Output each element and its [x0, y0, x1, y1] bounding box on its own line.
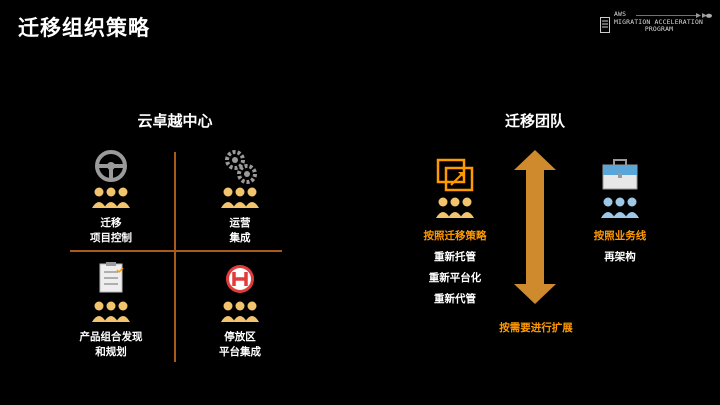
strategy-item-repurchase: 重新代管 — [434, 293, 476, 305]
logo-text-migration: MIGRATION ACCELERATION — [614, 17, 704, 26]
gears-icon — [221, 150, 259, 208]
coe-heading: 云卓越中心 — [137, 112, 213, 130]
quadrant-horizontal-divider — [70, 250, 282, 252]
checklist-icon — [92, 262, 130, 322]
business-group-title: 按照业务线 — [593, 230, 647, 242]
logo-text-program: PROGRAM — [644, 25, 674, 34]
steering-wheel-icon — [92, 150, 130, 208]
quadrant-label-line2: 集成 — [229, 232, 251, 244]
quadrant-label-line1: 停放区 — [224, 331, 256, 343]
quadrant-label-line2: 平台集成 — [219, 346, 261, 358]
quadrant-label-line1: 迁移 — [100, 217, 122, 229]
quadrant-portfolio-discovery: 产品组合发现 和规划 — [70, 262, 152, 360]
quadrant-migration-control: 迁移 项目控制 — [76, 148, 146, 246]
quadrant-label-line1: 产品组合发现 — [79, 331, 143, 343]
group-by-strategy: 按照迁移策略 重新托管 重新平台化 重新代管 — [405, 158, 505, 306]
quadrant-vertical-divider — [174, 152, 176, 362]
business-item-rearchitect: 再架构 — [604, 251, 636, 263]
strategy-item-replatform: 重新平台化 — [428, 272, 482, 284]
briefcase-icon — [601, 159, 639, 218]
quadrant-operations-integration: 运营 集成 — [205, 148, 275, 246]
page-title: 迁移组织策略 — [18, 16, 150, 40]
scale-label: 按需要进行扩展 — [499, 322, 573, 334]
group-by-business-line: 按照业务线 再架构 — [570, 158, 670, 264]
helipad-icon — [221, 265, 259, 322]
quadrant-label-line2: 和规划 — [95, 346, 127, 358]
scale-double-arrow-icon — [514, 150, 556, 304]
quadrant-landing-zone: 停放区 平台集成 — [205, 262, 275, 360]
migration-team-heading: 迁移团队 — [504, 112, 565, 130]
strategy-group-title: 按照迁移策略 — [423, 230, 487, 242]
quadrant-label-line1: 运营 — [229, 217, 251, 229]
quadrant-label-line2: 项目控制 — [90, 232, 132, 244]
logo-text-aws: AWS — [614, 10, 627, 18]
migration-window-icon — [436, 158, 474, 218]
aws-map-logo: AWS MIGRATION ACCELERATION PROGRAM — [600, 10, 712, 39]
strategy-item-rehost: 重新托管 — [434, 251, 476, 263]
logo-arrow-icon — [636, 13, 712, 18]
logo-mark-icon — [600, 17, 610, 33]
